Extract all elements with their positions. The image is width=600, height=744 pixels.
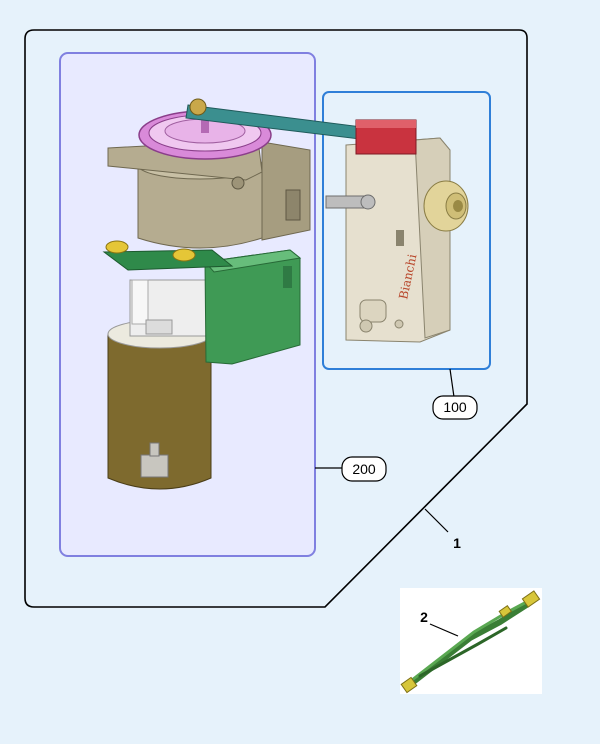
grinder-motor-assembly: [102, 98, 371, 490]
harness-thumbnail: 2: [400, 588, 542, 694]
leader-2: [429, 623, 459, 637]
mount-screw-left: [105, 240, 129, 254]
callout-1-label: 1: [453, 535, 461, 551]
harness-connector-end: [400, 676, 418, 694]
callout-100-label: 100: [443, 399, 467, 415]
group-100-frame: [322, 91, 491, 370]
leader-1: [424, 508, 449, 533]
harness-connector-top: [521, 590, 541, 608]
shaft-collar: [189, 98, 207, 116]
callout-2-label: 2: [420, 609, 428, 625]
motor-cylinder: [107, 333, 212, 490]
callout-200-label: 200: [352, 461, 376, 477]
callout-200: 200: [341, 456, 387, 482]
motor-terminal: [140, 454, 169, 478]
harness-cable: [405, 601, 531, 689]
leader-100: [449, 368, 455, 398]
mount-screw-right: [172, 248, 196, 262]
assembly-outline: [24, 29, 528, 608]
dosing-unit: Bianchi: [325, 119, 469, 343]
mounting-plate: [102, 249, 234, 271]
callout-100: 100: [432, 395, 478, 420]
